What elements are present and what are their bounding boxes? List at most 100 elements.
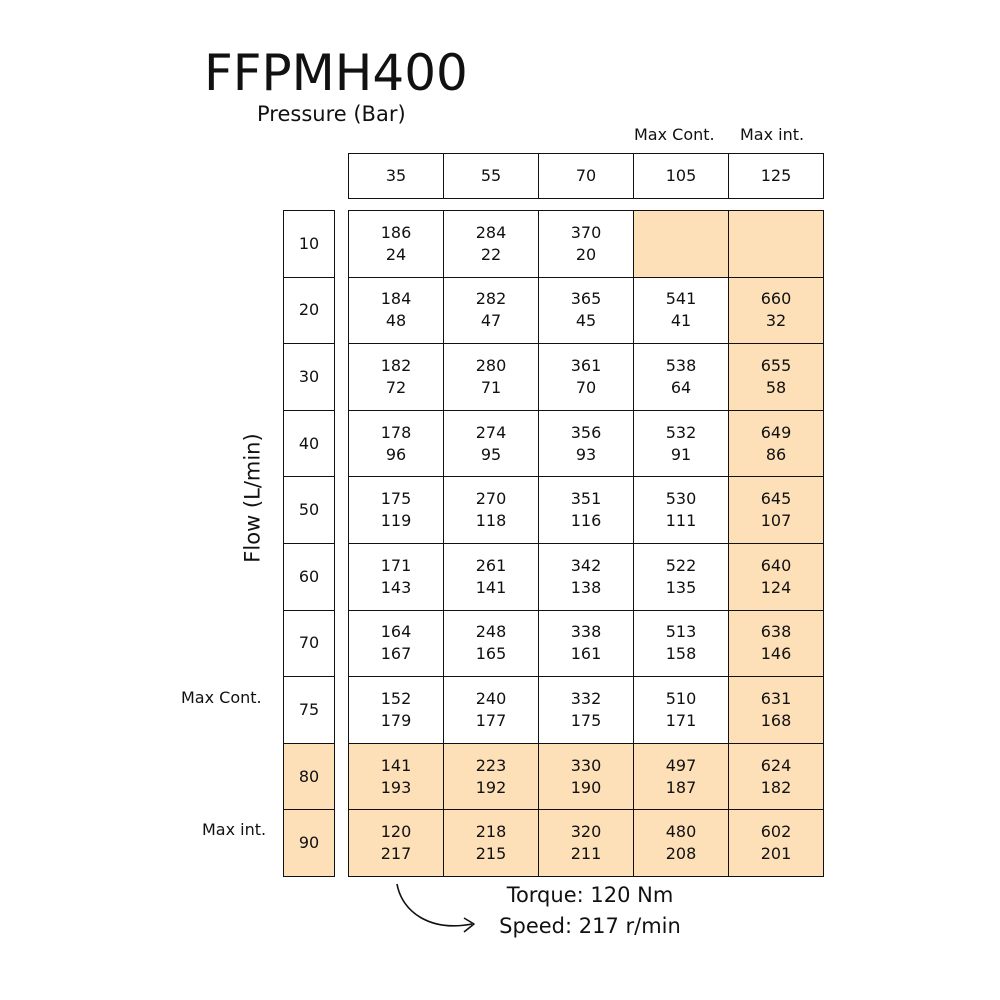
torque-value: 280 (475, 355, 507, 375)
speed-value: 192 (475, 777, 507, 797)
torque-value: 284 (475, 222, 507, 242)
torque-value: 655 (760, 355, 792, 375)
flow-header-cell: 60 (283, 542, 335, 611)
max-cont-flow-label: Max Cont. (181, 688, 262, 707)
speed-value: 175 (570, 710, 602, 730)
torque-value: 332 (570, 688, 602, 708)
torque-value: 522 (665, 555, 697, 575)
speed-value: 215 (475, 844, 507, 864)
flow-header-table: 10 20 30 40 50 60 70 75 80 90 (283, 210, 335, 877)
legend-torque: Torque: 120 Nm (506, 883, 674, 907)
speed-value: 64 (670, 377, 692, 397)
speed-value: 93 (575, 444, 597, 464)
torque-value: 624 (760, 755, 792, 775)
torque-value: 141 (380, 755, 412, 775)
torque-value: 356 (570, 422, 602, 442)
flow-header-cell: 40 (283, 409, 335, 478)
torque-value: 182 (380, 355, 412, 375)
speed-value: 208 (665, 844, 697, 864)
table-cell (633, 210, 729, 278)
torque-value: 631 (760, 688, 792, 708)
torque-value: 541 (665, 289, 697, 309)
speed-value: 91 (670, 444, 692, 464)
torque-value: 365 (570, 289, 602, 309)
torque-value: 184 (380, 289, 412, 309)
flow-header-cell: 20 (283, 276, 335, 345)
speed-value: 72 (385, 377, 407, 397)
torque-value: 370 (570, 222, 602, 242)
curved-arrow-icon (396, 883, 475, 933)
torque-value: 164 (380, 622, 412, 642)
pressure-header-cell: 55 (443, 153, 539, 199)
torque-value: 342 (570, 555, 602, 575)
speed-value: 32 (765, 311, 787, 331)
torque-value: 602 (760, 822, 792, 842)
torque-value: 330 (570, 755, 602, 775)
max-int-flow-label: Max int. (202, 820, 267, 839)
torque-value: 120 (380, 822, 412, 842)
torque-value: 240 (475, 688, 507, 708)
torque-value: 248 (475, 622, 507, 642)
speed-value: 58 (765, 377, 787, 397)
speed-value: 71 (480, 377, 502, 397)
table-cell (728, 210, 824, 278)
speed-value: 168 (760, 710, 792, 730)
flow-header-cell: 75 (283, 676, 335, 744)
torque-value: 274 (475, 422, 507, 442)
speed-value: 111 (665, 511, 697, 531)
speed-value: 167 (380, 644, 412, 664)
flow-header-cell: 10 (283, 210, 335, 278)
speed-value: 193 (380, 777, 412, 797)
pressure-header-cell: 105 (633, 153, 729, 199)
torque-value: 538 (665, 355, 697, 375)
speed-value: 141 (475, 577, 507, 597)
pressure-header-cell: 125 (728, 153, 824, 199)
flow-header-cell: 70 (283, 609, 335, 678)
speed-value: 86 (765, 444, 787, 464)
speed-value: 45 (575, 311, 597, 331)
flow-header-cell: 90 (283, 809, 335, 877)
speed-value: 182 (760, 777, 792, 797)
max-int-pressure-label: Max int. (740, 125, 805, 144)
pressure-header-cell: 70 (538, 153, 634, 199)
torque-value: 261 (475, 555, 507, 575)
speed-value: 138 (570, 577, 602, 597)
speed-value: 41 (670, 311, 692, 331)
flow-axis-label: Flow (L/min) (240, 433, 265, 563)
speed-value: 217 (380, 844, 412, 864)
torque-value: 320 (570, 822, 602, 842)
speed-value: 95 (480, 444, 502, 464)
flow-header-cell: 80 (283, 742, 335, 811)
torque-value: 171 (380, 555, 412, 575)
torque-value: 480 (665, 822, 697, 842)
pressure-axis-label: Pressure (Bar) (257, 102, 406, 126)
torque-value: 338 (570, 622, 602, 642)
speed-value: 22 (480, 244, 502, 264)
speed-value: 211 (570, 844, 602, 864)
